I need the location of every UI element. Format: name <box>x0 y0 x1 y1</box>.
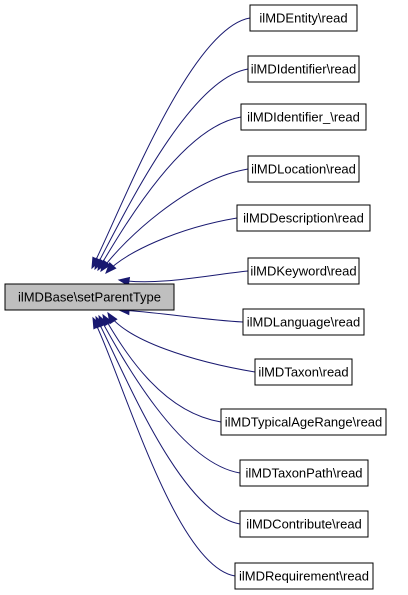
caller-node-label: ilMDDescription\read <box>243 211 364 226</box>
call-edge <box>100 168 249 272</box>
caller-node[interactable]: ilMDDescription\read <box>236 204 371 232</box>
caller-node-label: ilMDKeyword\read <box>250 264 356 279</box>
caller-nodes-layer: ilMDEntity\read ilMDIdentifier\read ilMDId… <box>220 4 387 590</box>
call-edge <box>107 312 256 373</box>
caller-node-label: ilMDLanguage\read <box>247 315 360 330</box>
caller-node[interactable]: ilMDKeyword\read <box>247 257 360 285</box>
call-edge <box>118 270 249 283</box>
caller-node-label: ilMDContribute\read <box>246 517 362 532</box>
caller-node[interactable]: ilMDTaxonPath\read <box>239 459 369 487</box>
call-edge <box>91 17 251 269</box>
caller-node[interactable]: ilMDRequirement\read <box>234 562 374 590</box>
call-edge <box>92 317 236 577</box>
caller-node-box <box>249 4 358 32</box>
caller-node-label: ilMDTypicalAgeRange\read <box>225 415 383 430</box>
caller-node-box <box>240 103 367 131</box>
caller-node-label: ilMDIdentifier\read <box>251 62 357 77</box>
caller-node-box <box>239 459 369 487</box>
caller-node-box <box>239 510 369 538</box>
caller-node[interactable]: ilMDIdentifier_\read <box>240 103 367 131</box>
arrowhead <box>100 259 111 273</box>
caller-node-label: ilMDLocation\read <box>251 162 356 177</box>
caller-node-label: ilMDEntity\read <box>259 11 347 26</box>
arrowhead <box>117 276 131 287</box>
caller-node[interactable]: ilMDLanguage\read <box>242 308 365 336</box>
call-edge <box>94 68 249 270</box>
root-node-box <box>4 283 175 311</box>
caller-node[interactable]: ilMDEntity\read <box>249 4 358 32</box>
caller-node-label: ilMDTaxonPath\read <box>245 466 362 481</box>
caller-node-box <box>247 155 360 183</box>
caller-node-label: ilMDIdentifier_\read <box>247 110 360 125</box>
caller-node-box <box>247 55 360 83</box>
caller-node[interactable]: ilMDTaxon\read <box>254 358 353 386</box>
root-node[interactable]: ilMDBase\setParentType <box>4 283 175 311</box>
caller-node-box <box>236 204 371 232</box>
caller-node-label: ilMDTaxon\read <box>258 365 348 380</box>
caller-node-box <box>247 257 360 285</box>
caller-node[interactable]: ilMDIdentifier\read <box>247 55 360 83</box>
arrowhead <box>92 316 102 330</box>
caller-node-label: ilMDRequirement\read <box>239 569 369 584</box>
call-edge <box>118 309 244 323</box>
call-edge <box>97 116 242 271</box>
root-node-label: ilMDBase\setParentType <box>18 290 161 305</box>
caller-node[interactable]: ilMDLocation\read <box>247 155 360 183</box>
arrowhead <box>105 262 117 275</box>
call-edge <box>95 316 241 525</box>
edges-layer <box>91 17 256 577</box>
caller-node-box <box>234 562 374 590</box>
caller-node[interactable]: ilMDTypicalAgeRange\read <box>220 408 387 436</box>
call-edge <box>105 217 238 274</box>
call-edge <box>102 314 222 423</box>
caller-node-box <box>254 358 353 386</box>
caller-node-box <box>220 408 387 436</box>
call-edge <box>98 315 241 474</box>
caller-node[interactable]: ilMDContribute\read <box>239 510 369 538</box>
caller-node-box <box>242 308 365 336</box>
